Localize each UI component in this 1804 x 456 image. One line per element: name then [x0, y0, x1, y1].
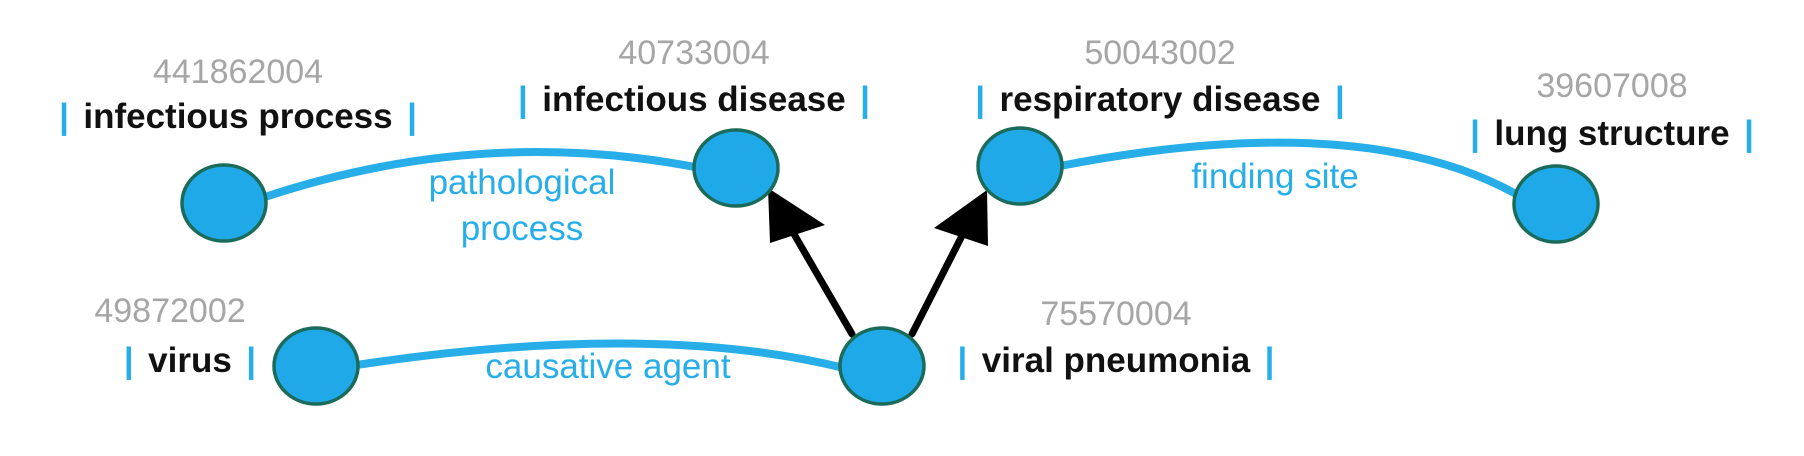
node-infectious-disease[interactable] [692, 128, 780, 208]
concept-term-virus: | virus | [124, 341, 256, 380]
separator: | [407, 97, 417, 136]
separator: | [124, 341, 134, 380]
term-text: virus [148, 341, 232, 380]
concept-term-respiratory-disease: | respiratory disease | [975, 80, 1345, 119]
relation-label-pathological-process-1: pathological [429, 163, 616, 202]
concept-code-respiratory-disease: 50043002 [1084, 34, 1235, 72]
concept-term-lung-structure: | lung structure | [1470, 114, 1754, 153]
concept-code-virus: 49872002 [94, 292, 245, 330]
node-virus[interactable] [272, 326, 360, 406]
is-a-arrow-infectious-disease [768, 188, 856, 338]
relation-label-finding-site: finding site [1191, 157, 1358, 196]
link-causative-agent [346, 339, 848, 372]
term-text: infectious disease [542, 80, 845, 119]
node-respiratory-disease[interactable] [976, 126, 1064, 206]
concept-code-lung-structure: 39607008 [1536, 67, 1687, 105]
separator: | [246, 341, 256, 380]
concept-term-viral-pneumonia: | viral pneumonia | [958, 341, 1275, 380]
separator: | [1335, 80, 1345, 119]
separator: | [518, 80, 528, 119]
link-finding-site [1056, 138, 1520, 198]
separator: | [1470, 114, 1480, 153]
concept-code-viral-pneumonia: 75570004 [1040, 295, 1191, 333]
concept-code-infectious-process: 441862004 [153, 53, 323, 91]
separator: | [59, 97, 69, 136]
concept-term-infectious-process: | infectious process | [59, 97, 417, 136]
is-a-arrow-respiratory-disease [908, 190, 988, 338]
separator: | [1744, 114, 1754, 153]
node-viral-pneumonia[interactable] [838, 326, 926, 406]
link-pathological-process [258, 148, 704, 202]
term-text: respiratory disease [999, 80, 1320, 119]
separator: | [975, 80, 985, 119]
node-infectious-process[interactable] [180, 163, 268, 243]
term-text: viral pneumonia [982, 341, 1251, 380]
separator: | [958, 341, 968, 380]
separator: | [860, 80, 870, 119]
relation-label-pathological-process-2: process [461, 209, 584, 248]
separator: | [1265, 341, 1275, 380]
concept-term-infectious-disease: | infectious disease | [518, 80, 870, 119]
concept-code-infectious-disease: 40733004 [618, 34, 769, 72]
term-text: lung structure [1494, 114, 1729, 153]
relation-label-causative-agent: causative agent [485, 347, 730, 386]
node-lung-structure[interactable] [1512, 164, 1600, 244]
term-text: infectious process [83, 97, 392, 136]
